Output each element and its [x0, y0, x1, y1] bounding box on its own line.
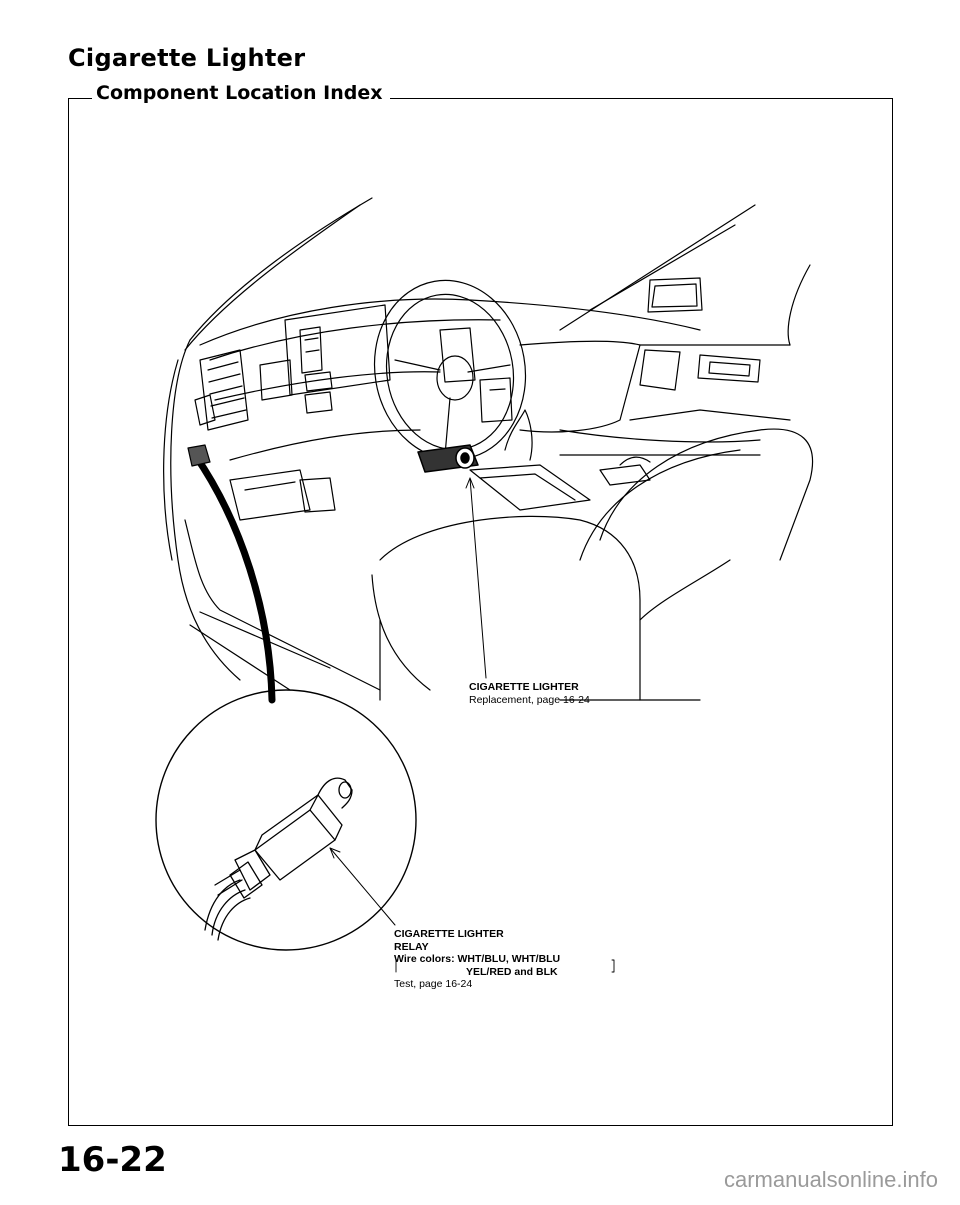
- windshield-lines: [184, 197, 811, 351]
- relay-drawing: [204, 777, 353, 941]
- relay-wire-colors-2: YEL/RED and BLK: [466, 965, 558, 978]
- section-title: Component Location Index: [96, 82, 391, 104]
- lighter-leader: [469, 477, 487, 679]
- page-title: Cigarette Lighter: [68, 44, 306, 72]
- lighter-callout-name: CIGARETTE LIGHTER: [469, 681, 579, 693]
- relay-callout: CIGARETTE LIGHTER RELAY Wire colors: WHT…: [394, 928, 560, 991]
- relay-callout-name-2: RELAY: [394, 940, 429, 953]
- lighter-callout-ref: Replacement, page 16-24: [469, 693, 590, 706]
- relay-wire-colors-1: Wire colors: WHT/BLU, WHT/BLU: [394, 953, 561, 965]
- page-number: 16-22: [58, 1140, 167, 1180]
- relay-leader: [191, 451, 276, 704]
- watermark: carmanualsonline.info: [723, 1167, 938, 1192]
- section-frame: [68, 98, 893, 1126]
- seats: [371, 428, 814, 701]
- relay-callout-leader: [329, 847, 396, 926]
- dashboard: [194, 277, 791, 521]
- frame-top-left: [68, 98, 92, 99]
- frame-top-right: [388, 98, 893, 99]
- relay-callout-name-1: CIGARETTE LIGHTER: [394, 928, 504, 940]
- wire-bracket-left: [395, 959, 399, 973]
- wire-bracket-right: [611, 959, 615, 973]
- relay-location-part: [187, 444, 211, 467]
- relay-callout-ref: Test, page 16-24: [394, 978, 473, 990]
- lighter-callout: CIGARETTE LIGHTER Replacement, page 16-2…: [469, 681, 590, 706]
- cigarette-lighter-part: [417, 444, 479, 473]
- relay-detail-circle: [155, 689, 417, 951]
